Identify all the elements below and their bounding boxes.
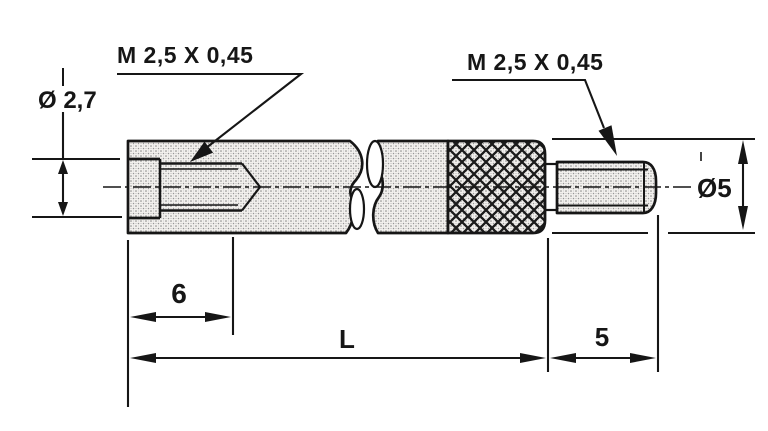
drill-cone-top: [241, 162, 261, 188]
arrowhead-left: [550, 353, 576, 363]
arrowhead-down: [738, 206, 748, 230]
arrowhead-right: [630, 353, 656, 363]
internal-thread-label: M 2,5 X 0,45: [117, 42, 253, 68]
external-thread-label: M 2,5 X 0,45: [467, 49, 603, 75]
stud-length-label: 5: [595, 322, 609, 352]
arrowhead-right: [205, 312, 231, 322]
internal-thread-bore: [128, 157, 261, 220]
dimension-outer-diameter: [552, 137, 755, 235]
arrowhead-up: [738, 140, 748, 164]
neck-groove: [545, 162, 557, 212]
arrowhead-left: [130, 353, 156, 363]
leader-arrowhead: [190, 141, 214, 162]
leader-external-thread: [452, 78, 617, 156]
outer-diameter-label: Ø5: [697, 173, 732, 203]
part-body: [103, 139, 692, 235]
leader-arrowhead: [598, 125, 617, 156]
arrowhead-left: [130, 312, 156, 322]
drill-cone-bottom: [241, 186, 261, 212]
dimension-bore-diameter: [32, 68, 122, 219]
arrowhead-up: [58, 160, 68, 174]
break-lens-right: [365, 139, 385, 189]
break-lens-left: [348, 187, 366, 231]
dimension-stud-length: [546, 215, 660, 372]
bore-diameter-label: Ø 2,7: [38, 87, 97, 114]
overall-length-label: L: [339, 324, 355, 354]
dimension-overall-length: [130, 353, 546, 363]
arrowhead-down: [58, 202, 68, 216]
arrowhead-right: [520, 353, 546, 363]
leader-internal-thread: [117, 72, 305, 162]
dimension-thread-depth: [126, 237, 235, 407]
thread-depth-label: 6: [171, 278, 187, 309]
